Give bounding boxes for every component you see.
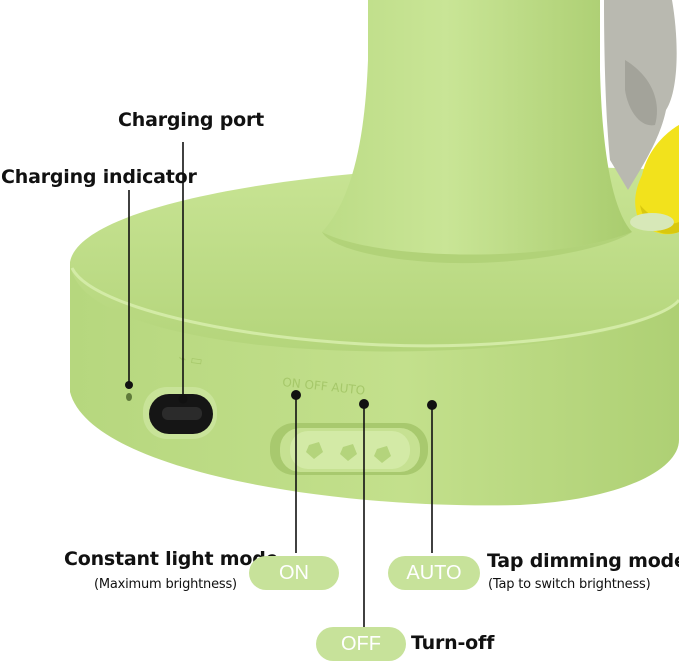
switch-knob-1	[306, 442, 323, 459]
stem-shadow	[322, 232, 632, 264]
off-position-pill: OFF	[316, 627, 406, 661]
auto-position-pill: AUTO	[388, 556, 480, 590]
lamp-stem	[322, 0, 632, 255]
yellow-figure	[635, 125, 679, 235]
switch-knob-2	[340, 444, 357, 461]
leader-dot-off	[359, 399, 369, 409]
switch-knob-3	[374, 446, 391, 463]
slide-switch	[270, 423, 428, 475]
charging-port-label: Charging port	[118, 109, 265, 131]
auto-mode-subtitle: (Tap to switch brightness)	[488, 577, 651, 592]
auto-mode-title: Tap dimming mode	[487, 550, 679, 572]
charging-port	[143, 387, 217, 439]
on-mode-title: Constant light mode	[64, 548, 279, 570]
on-position-pill: ON	[249, 556, 339, 590]
gray-figure-shade	[625, 60, 657, 126]
leader-dot-charging-indicator	[125, 381, 133, 389]
embossed-port-mark: ⌁ ▭	[177, 351, 203, 369]
base-rim	[70, 267, 679, 348]
charging-indicator-light	[126, 393, 132, 401]
leader-dot-auto	[427, 400, 437, 410]
on-mode-subtitle: (Maximum brightness)	[94, 577, 237, 592]
leader-dot-charging-port	[178, 394, 188, 404]
off-mode-title: Turn-off	[411, 632, 495, 654]
charging-indicator-label: Charging indicator	[1, 166, 197, 188]
toy-base-patch	[630, 213, 674, 231]
leader-dot-on	[291, 390, 301, 400]
